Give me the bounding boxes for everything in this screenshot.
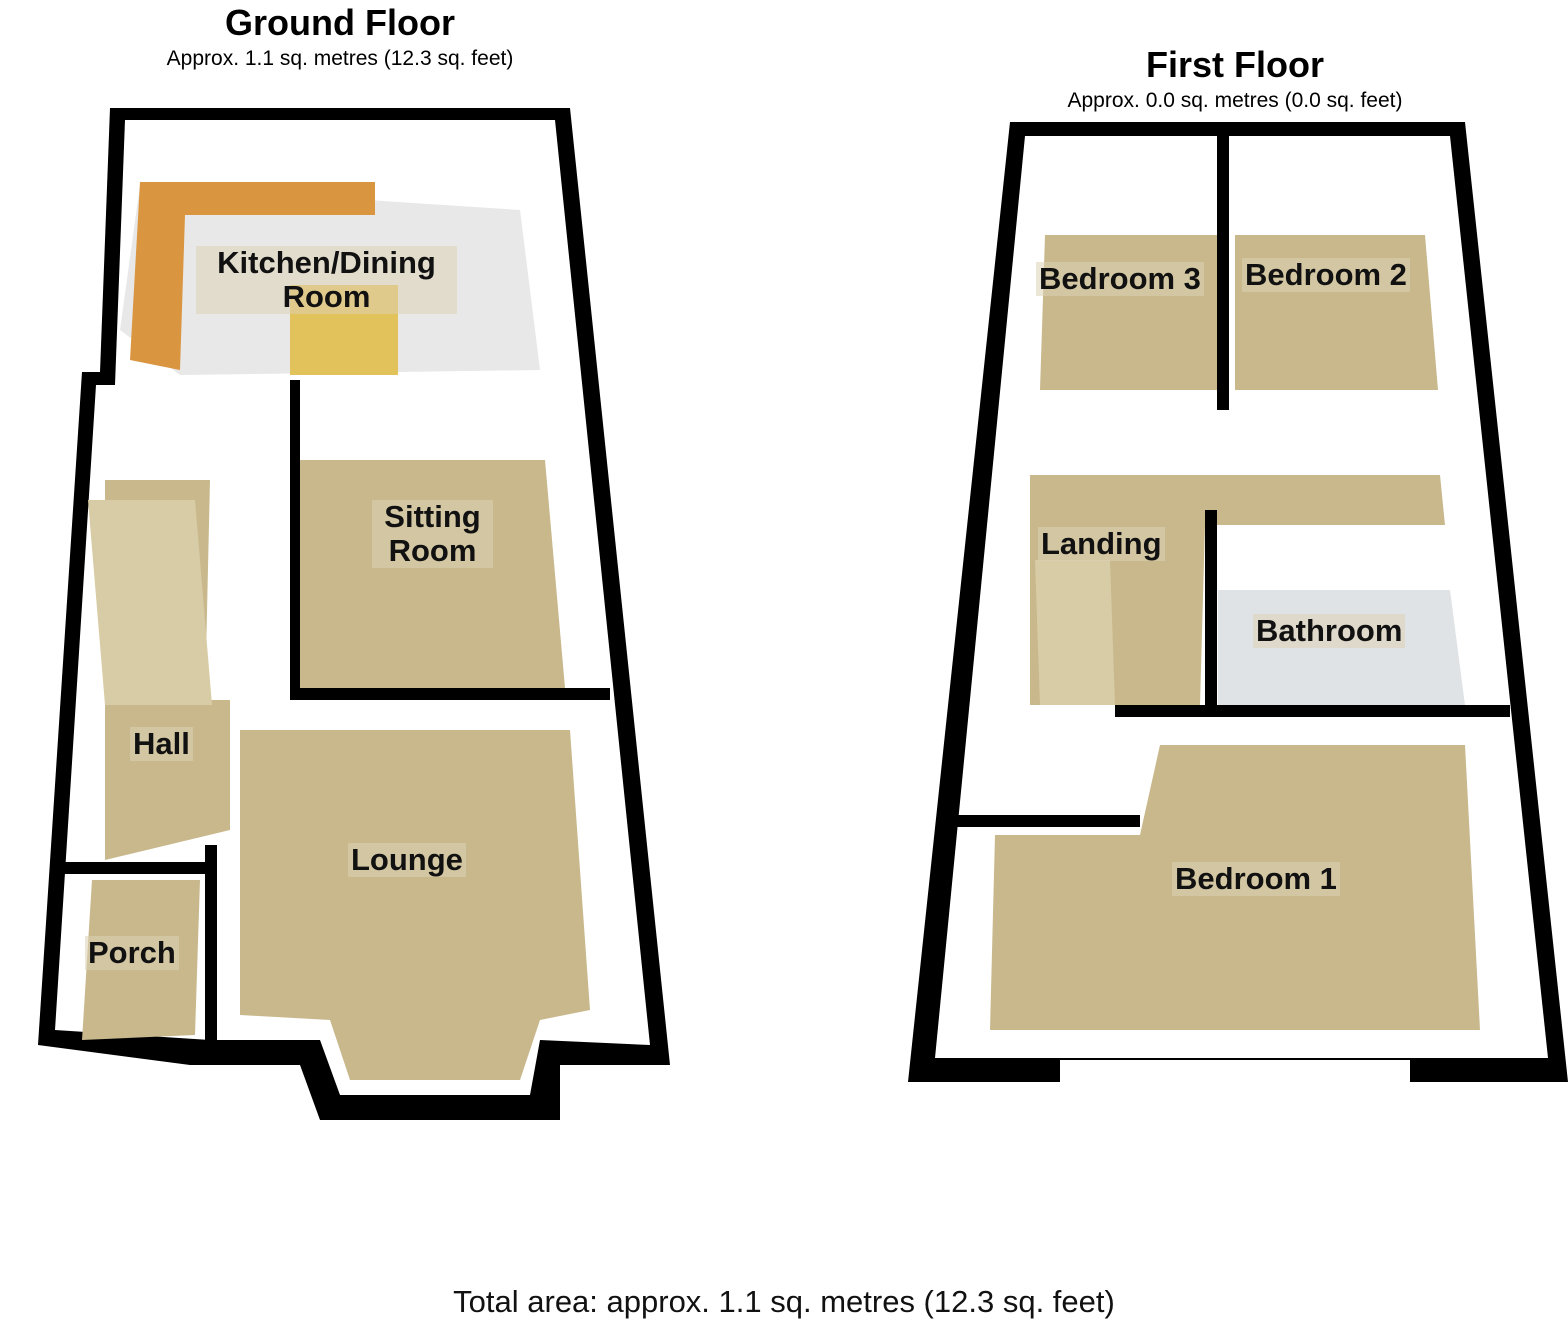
room-label-bedroom-1: Bedroom 1 [1172, 862, 1340, 896]
room-label-lounge: Lounge [348, 843, 466, 877]
sitting-room-floor [300, 460, 565, 688]
total-area: Total area: approx. 1.1 sq. metres (12.3… [453, 1284, 1115, 1319]
ground-floor-area: Approx. 1.1 sq. metres (12.3 sq. feet) [166, 47, 514, 70]
staircase [88, 500, 212, 705]
landing-stairs [1035, 560, 1115, 705]
room-label-sitting-room: Sitting Room [372, 500, 493, 568]
room-label-bedroom-2: Bedroom 2 [1242, 258, 1410, 292]
first-floor-plan [908, 122, 1568, 1082]
first-floor-area: Approx. 0.0 sq. metres (0.0 sq. feet) [1067, 89, 1403, 112]
room-label-bathroom: Bathroom [1253, 614, 1406, 648]
ground-floor-title: Ground Floor [225, 2, 455, 43]
room-label-hall: Hall [130, 727, 193, 761]
kitchen-units [130, 182, 375, 370]
lounge-floor [240, 730, 590, 1080]
room-label-kitchen-dining: Kitchen/Dining Room [196, 246, 457, 314]
first-floor-title: First Floor [1146, 44, 1324, 85]
room-label-bedroom-3: Bedroom 3 [1036, 262, 1204, 296]
ground-floor-plan [38, 108, 670, 1120]
room-label-landing: Landing [1038, 527, 1165, 561]
bedroom-3-floor [1040, 235, 1222, 390]
room-label-porch: Porch [85, 936, 179, 970]
